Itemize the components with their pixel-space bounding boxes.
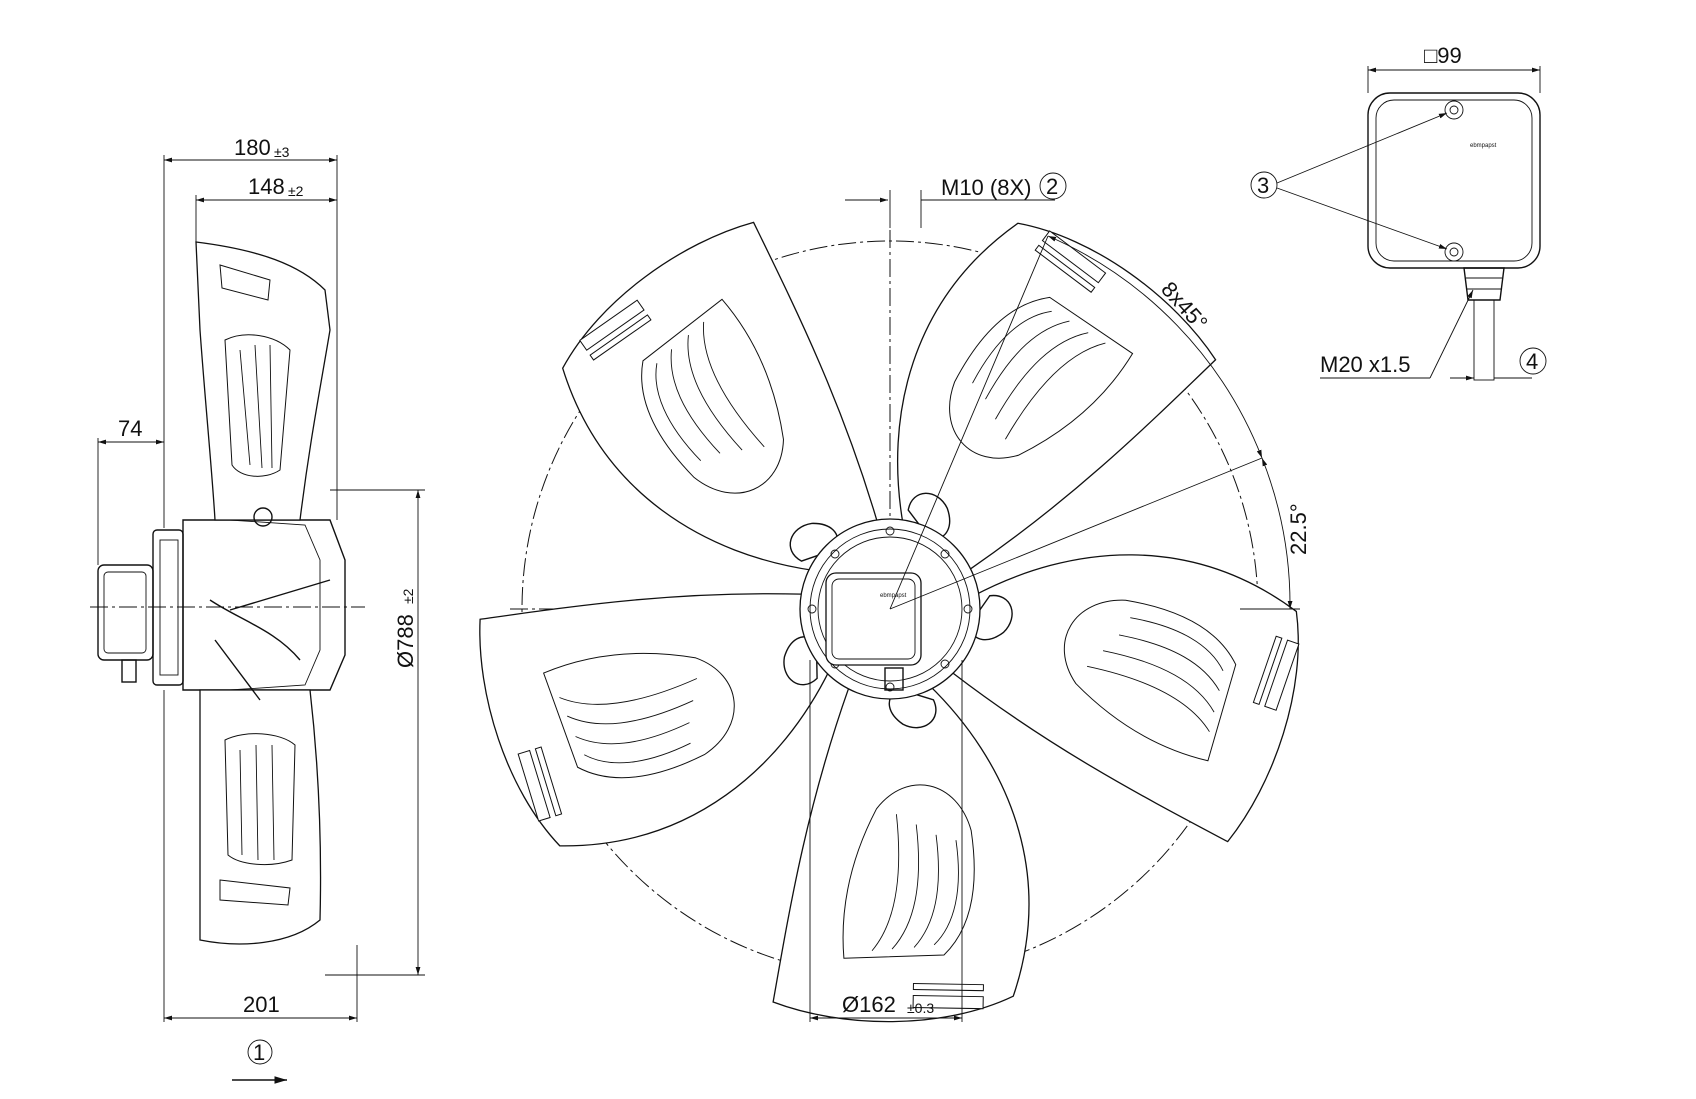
callout-airflow-circle	[247, 1039, 273, 1065]
dim-blade-depth-tol: ±2	[288, 183, 304, 199]
callout-cable-circle	[1519, 347, 1547, 375]
box-brand-label: ebmpapst	[1470, 143, 1497, 149]
hub-brand-label: ebmpapst	[880, 593, 907, 599]
box-cable-gland	[1463, 267, 1505, 301]
callout-thread-number: 2	[1046, 174, 1058, 199]
callout-screws-number: 3	[1257, 173, 1269, 198]
callout-screws-circle	[1250, 171, 1278, 199]
callout-airflow-number: 1	[253, 1040, 265, 1065]
dim-box-square: □99	[1424, 43, 1462, 68]
side-terminal-box	[97, 564, 154, 661]
dim-fan-diameter: Ø788	[393, 614, 418, 668]
dim-blade-depth: 148	[248, 174, 285, 199]
box-screw-bottom	[1444, 242, 1464, 262]
front-view: ebmpapst M10 (8X) 2 8x45° 22.5° Ø162 ±0.…	[462, 172, 1328, 1025]
fan-blade-4	[772, 681, 1034, 1025]
fan-blade-5	[462, 525, 862, 869]
dim-overall-depth-tol: ±3	[274, 144, 290, 160]
thread-label: M10 (8X)	[941, 175, 1031, 200]
dim-overall-depth: 180	[234, 135, 271, 160]
terminal-box-detail: ebmpapst □99 3 M20 x1.5 4	[1250, 43, 1547, 381]
angle-pitch-arc	[1047, 235, 1263, 459]
dim-hub-diameter: Ø162	[842, 992, 896, 1017]
angle-offset-arc	[1261, 457, 1293, 610]
dim-fan-diameter-tol: ±2	[400, 588, 416, 604]
hub-terminal-box	[825, 572, 922, 666]
side-cable-gland	[121, 659, 137, 683]
gland-label: M20 x1.5	[1320, 352, 1411, 377]
dim-total-length: 201	[243, 992, 280, 1017]
dim-hub-diameter-tol: ±0.3	[907, 1000, 934, 1016]
hub-cable-gland	[884, 667, 904, 691]
callout-cable-number: 4	[1526, 349, 1538, 374]
dim-box-offset: 74	[118, 416, 142, 441]
box-screw-top	[1444, 100, 1464, 120]
side-view: 180 ±3 148 ±2 74 201 Ø788 ±2 1	[90, 135, 425, 1084]
terminal-box-body	[1367, 92, 1541, 269]
callout-thread-circle	[1039, 172, 1067, 200]
angle-offset-label: 22.5°	[1286, 503, 1311, 555]
side-rotor	[182, 519, 346, 691]
box-cable	[1473, 299, 1495, 381]
